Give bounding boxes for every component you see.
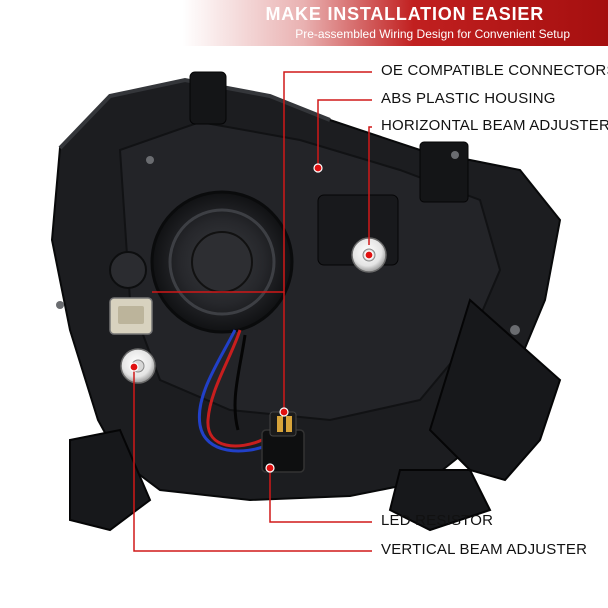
leader-horizontal — [368, 126, 372, 245]
bottom-right-bracket — [388, 469, 492, 532]
banner-title: MAKE INSTALLATION EASIER — [265, 4, 544, 24]
marker-horizontal — [364, 250, 374, 260]
screw-2 — [56, 301, 64, 309]
callout-abs-housing: ABS PLASTIC HOUSING — [381, 90, 556, 107]
callout-horizontal-adjuster: HORIZONTAL BEAM ADJUSTER — [381, 117, 608, 134]
wire-blue — [197, 329, 269, 453]
callout-markers — [129, 163, 374, 473]
leader-vertical — [133, 370, 372, 552]
marker-oe-connectors — [279, 407, 289, 417]
callout-oe-connectors: OE COMPATIBLE CONNECTORS — [381, 62, 608, 79]
connector-pins — [118, 306, 144, 324]
connector-terminal-a — [277, 416, 283, 432]
callout-vertical-adjuster: VERTICAL BEAM ADJUSTER — [381, 541, 588, 558]
wire-black — [233, 334, 247, 431]
connector-terminal-b — [286, 416, 292, 432]
leader-oe-connectors — [152, 71, 372, 293]
leader-led-resistor — [269, 470, 372, 523]
marker-led-resistor — [265, 463, 275, 473]
screw-3 — [510, 325, 520, 335]
leader-lines — [133, 71, 372, 552]
bottom-left-bracket — [69, 428, 152, 532]
mount-tab-right — [419, 141, 469, 203]
screw-1 — [146, 156, 154, 164]
wire-red — [206, 329, 263, 448]
right-bracket — [428, 298, 562, 482]
housing-rim — [58, 77, 331, 150]
callout-led-resistor: LED RESISTOR — [381, 512, 494, 529]
socket-left — [109, 251, 147, 289]
screw-4 — [451, 151, 459, 159]
marker-vertical — [129, 362, 139, 372]
header-banner: MAKE INSTALLATION EASIER Pre-assembled W… — [0, 0, 608, 46]
banner-subtitle: Pre-assembled Wiring Design for Convenie… — [295, 27, 570, 41]
leader-abs-housing — [317, 99, 372, 165]
marker-abs-housing — [313, 163, 323, 173]
dust-cap-ring — [168, 208, 276, 316]
dust-cap-center — [191, 231, 253, 293]
mount-tab-top — [189, 71, 227, 125]
